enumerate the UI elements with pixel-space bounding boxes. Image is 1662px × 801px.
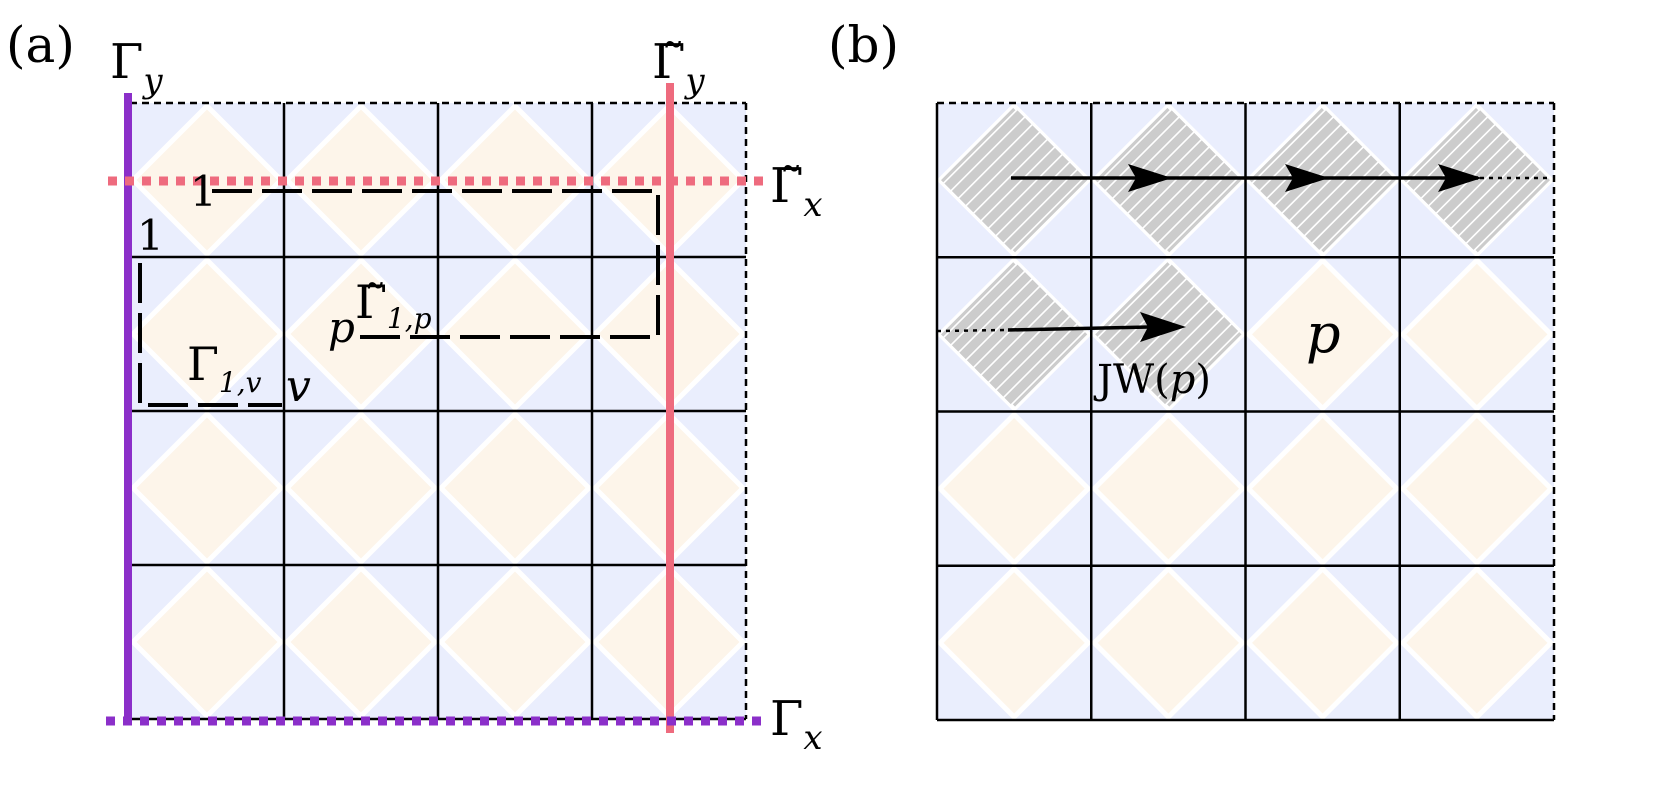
- hatch-stripe: [1554, 107, 1662, 253]
- plaquette-diamond: [1090, 410, 1247, 567]
- plaquette-diamond: [130, 564, 285, 719]
- plaquette-diamond: [283, 103, 439, 258]
- hatch-stripe: [1535, 107, 1550, 254]
- panel-b-grid-lines: [935, 101, 1556, 722]
- plaquette-diamond: [1244, 565, 1401, 720]
- hatch-stripe: [791, 107, 937, 253]
- gamma-1v-path: [138, 263, 282, 407]
- gamma-1p-path: [212, 189, 660, 339]
- hatch-stripe: [1122, 107, 1242, 254]
- plaquette-p-label: p: [1306, 302, 1341, 365]
- hatch-stripe: [1095, 261, 1185, 408]
- arrowhead-icon: [1438, 164, 1482, 192]
- hatch-stripe: [941, 261, 1031, 408]
- hatch-stripe: [941, 261, 1046, 408]
- hatch-stripe: [1152, 107, 1242, 254]
- hatch-stripe: [1095, 261, 1215, 408]
- jw-label: JW(p): [1093, 357, 1211, 403]
- endpoint-v-label: v: [286, 361, 311, 412]
- plaquette-diamond: [1244, 410, 1401, 567]
- jw-arrow-line-row2: [1007, 325, 1151, 332]
- plaquette-diamond: [1399, 565, 1554, 720]
- hatch-stripe: [1460, 107, 1550, 254]
- hatch-stripe: [941, 261, 1061, 408]
- hatch-stripe: [1249, 107, 1339, 254]
- plaquette-diamond: [283, 564, 439, 719]
- gamma-1v-label: Γ1,v: [187, 337, 262, 399]
- plaquette-diamond: [283, 256, 439, 412]
- jw-string-row-2: [936, 312, 1186, 342]
- hatch-stripe: [1137, 261, 1242, 408]
- plaquette-diamond: [283, 410, 439, 566]
- hatch-stripe: [997, 107, 1088, 254]
- arrowhead-icon: [1140, 312, 1186, 342]
- plaquette-diamond: [1090, 565, 1247, 720]
- hatch-stripe: [1403, 107, 1494, 254]
- hatch-stripe: [1095, 107, 1200, 254]
- jw-arrow-dotted-head-row2: [936, 328, 1009, 333]
- plaquette-diamond: [130, 256, 285, 412]
- arrowhead-icon: [1285, 164, 1329, 192]
- hatch-stripe: [1137, 107, 1242, 254]
- endpoint-p-label: p: [328, 303, 355, 352]
- hatch-stripe: [941, 261, 956, 408]
- plaquette-diamond: [937, 410, 1092, 567]
- plaquette-diamond: [130, 410, 285, 566]
- hatch-stripe: [1122, 261, 1242, 408]
- hatch-stripe: [1249, 107, 1354, 254]
- hatch-stripe: [997, 261, 1088, 408]
- plaquette-diamond: [1399, 410, 1554, 567]
- plaquette-diamond: [130, 103, 285, 258]
- gamma-y-tilde-label: Γ̃y: [652, 34, 705, 101]
- hatch-stripe: [1445, 107, 1550, 254]
- panel-b: (b) JW(p) p: [791, 16, 1662, 722]
- hatch-stripe: [941, 107, 1031, 254]
- panel-a-label: (a): [6, 16, 75, 74]
- path-label-one-left: 1: [137, 211, 164, 260]
- path-label-one-top: 1: [190, 167, 217, 216]
- gamma-x-tilde-label: Γ̃x: [770, 158, 823, 225]
- plaquette-diamond: [437, 103, 593, 258]
- hatch-stripe: [1291, 107, 1396, 254]
- plaquette-diamond: [937, 565, 1092, 720]
- hatch-stripe: [941, 107, 956, 254]
- hatch-stripe: [967, 107, 1088, 254]
- plaquette-diamond: [437, 564, 593, 719]
- plaquette-diamond: [437, 410, 593, 566]
- hatch-stripe: [1095, 261, 1200, 408]
- hatch-stripe: [982, 107, 1088, 254]
- plaquette-diamond: [1399, 256, 1554, 413]
- plaquette-diamond: [1244, 256, 1401, 413]
- gamma-y-label: Γy: [110, 34, 163, 101]
- gamma-1p-label: Γ̃1,p: [355, 275, 432, 335]
- hatch-stripe: [1152, 261, 1242, 408]
- arrowhead-icon: [1128, 164, 1172, 192]
- hatch-stripe: [791, 261, 937, 407]
- hatch-stripe: [967, 261, 1088, 408]
- gamma-x-label: Γx: [770, 691, 823, 758]
- jw-string-row-1: [1011, 164, 1552, 192]
- hatch-stripe: [941, 107, 1061, 254]
- hatch-stripe: [1306, 107, 1396, 254]
- hatch-stripe: [1095, 107, 1185, 254]
- hatch-stripe: [982, 261, 1088, 408]
- panel-b-label: (b): [828, 16, 899, 74]
- hatch-stripe: [1276, 107, 1396, 254]
- panel-a: (a) Γy Γ̃y Γ̃x Γx 1 1 Γ1,v v Γ̃1,p p: [6, 16, 823, 758]
- hatch-stripe: [1430, 107, 1550, 254]
- hatch-stripe: [1403, 107, 1509, 254]
- hatch-stripe: [941, 107, 1046, 254]
- plaquette-diamond: [437, 256, 593, 412]
